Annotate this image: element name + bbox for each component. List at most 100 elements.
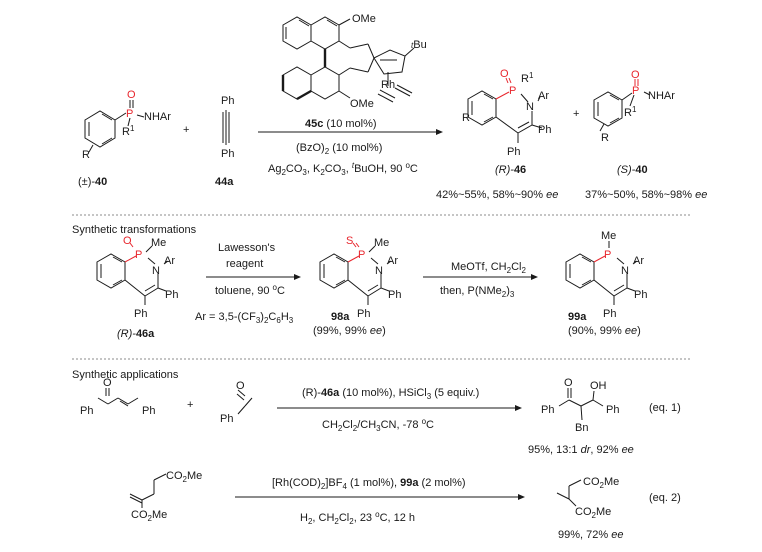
product-46: O P N Ar R1 R Ph Ph (462, 68, 551, 158)
compound-98a-ar: Ar (387, 255, 398, 267)
itaconate-co2me-top: CO2Me (166, 470, 202, 484)
chalcone: O Ph Ph (80, 377, 155, 417)
eq1-arrow-head (515, 405, 522, 411)
aldol-ph-left: Ph (541, 404, 554, 416)
compound-99a-ph-bottom: Ph (603, 308, 616, 320)
eq1-conditions-line1: (R)-46a (10 mol%), HSiCl3 (5 equiv.) (302, 387, 479, 401)
product-40-r: R (601, 132, 609, 144)
alkyne-44a: Ph Ph (221, 95, 234, 160)
reactant-40-label: (±)-40 (78, 176, 107, 188)
compound-99a-me: Me (601, 230, 616, 242)
plus-sign-3: + (187, 399, 193, 411)
compound-98a-nitrogen: N (375, 265, 383, 277)
product-46-label: (R)-46 (495, 164, 526, 176)
compound-46a-ph-right: Ph (165, 289, 178, 301)
compound-99a-phosphorus: P (604, 249, 611, 261)
eq1-yield: 95%, 13:1 dr, 92% ee (528, 444, 634, 456)
catalyst-45c: OMe OMe tBu Rh (281, 13, 427, 110)
eq1-conditions-line2: CH2Cl2/CH3CN, -78 oC (322, 417, 434, 433)
phenylacetaldehyde: O Ph (220, 380, 253, 425)
product-46-r1: R1 (521, 71, 534, 85)
step2-conditions-line1: MeOTf, CH2Cl2 (451, 261, 526, 275)
reactant-40-phosphorus: P (126, 108, 133, 120)
top-cond-catalyst: 45c (10 mol%) (305, 118, 377, 130)
catalyst-tbu: tBu (411, 39, 427, 51)
compound-46a-ph-bottom: Ph (134, 308, 147, 320)
compound-46a-phosphorus: P (135, 249, 142, 261)
compound-98a-ph-right: Ph (388, 289, 401, 301)
compound-98a-label: 98a (331, 311, 350, 323)
compound-99a-ar: Ar (633, 255, 644, 267)
eq1-tag: (eq. 1) (649, 402, 681, 414)
compound-99a-nitrogen: N (621, 265, 629, 277)
alkyne-ph-top: Ph (221, 95, 234, 107)
step1-reagent-line2: reagent (226, 258, 263, 270)
compound-46a-ar: Ar (164, 255, 175, 267)
step1-arrow-head (294, 274, 301, 280)
product-46-ph-right: Ph (538, 124, 551, 136)
compound-46a-me: Me (151, 237, 166, 249)
product-40-oxygen: O (631, 69, 640, 81)
plus-sign-2: + (573, 108, 579, 120)
product-46-ph-bottom: Ph (507, 146, 520, 158)
reactant-40-oxygen: O (127, 89, 136, 101)
product-46-ar: Ar (538, 90, 549, 102)
compound-99a-label: 99a (568, 311, 587, 323)
aldehyde-oxygen: O (236, 380, 245, 392)
dimethyl-itaconate: CO2Me CO2Me (129, 470, 202, 523)
product-co2me-top: CO2Me (583, 476, 619, 490)
compound-46a-nitrogen: N (152, 265, 160, 277)
step1-reagent-line1: Lawesson's (218, 242, 276, 254)
aldol-ph-right: Ph (606, 404, 619, 416)
compound-46a-label: (R)-46a (117, 328, 155, 340)
product-40-nharr: NHAr (648, 90, 675, 102)
reactant-40-r1: R1 (122, 124, 135, 138)
eq2-yield: 99%, 72% ee (558, 529, 623, 541)
eq2-arrow-head (518, 494, 525, 500)
product-40-r1: R1 (624, 105, 637, 119)
compound-99a-ph-right: Ph (634, 289, 647, 301)
catalyst-ome-bottom: OMe (350, 98, 374, 110)
plus-sign: + (183, 124, 189, 136)
chalcone-ph-right: Ph (142, 405, 155, 417)
product-40: O P NHAr R1 R (593, 69, 675, 144)
reactant-40-nharr: NHAr (144, 111, 171, 123)
compound-46a-oxygen: O (123, 235, 132, 247)
alkyne-label: 44a (215, 176, 234, 188)
top-cond-bases: Ag2CO3, K2CO3, tBuOH, 90 oC (268, 161, 418, 177)
eq2-conditions-line1: [Rh(COD)2]BF4 (1 mol%), 99a (2 mol%) (272, 477, 466, 491)
product-40-phosphorus: P (632, 85, 639, 97)
compound-98a-phosphorus: P (358, 249, 365, 261)
step2-conditions-line2: then, P(NMe2)3 (440, 285, 515, 299)
chalcone-oxygen: O (103, 377, 112, 389)
product-40-yield: 37%~50%, 58%~98% ee (585, 189, 707, 201)
top-arrow-head (436, 129, 443, 135)
alkyne-ph-bottom: Ph (221, 148, 234, 160)
transformations-heading: Synthetic transformations (72, 224, 197, 236)
compound-99a-yield: (90%, 99% ee) (568, 325, 641, 337)
step1-conditions: toluene, 90 oC (215, 283, 285, 297)
compound-98a-me: Me (374, 237, 389, 249)
compound-98a-sulfur: S (346, 235, 353, 247)
compound-99a: P N Me Ar Ph Ph (565, 230, 647, 320)
reactant-40-r: R (82, 149, 90, 161)
catalyst-rh: Rh (381, 79, 395, 91)
aldol-bn: Bn (575, 422, 588, 434)
aldehyde-ph: Ph (220, 413, 233, 425)
product-46-r: R (462, 112, 470, 124)
applications-heading: Synthetic applications (72, 369, 179, 381)
eq2-tag: (eq. 2) (649, 492, 681, 504)
compound-98a-ph-bottom: Ph (357, 308, 370, 320)
ar-definition: Ar = 3,5-(CF3)2C6H3 (195, 311, 294, 325)
compound-98a: S P N Me Ar Ph Ph (319, 235, 401, 320)
product-46-yield: 42%~55%, 58%~90% ee (436, 189, 558, 201)
eq2-conditions-line2: H2, CH2Cl2, 23 oC, 12 h (300, 510, 415, 526)
chalcone-ph-left: Ph (80, 405, 93, 417)
step2-arrow-head (531, 274, 538, 280)
product-46-oxygen: O (500, 68, 509, 80)
reactant-40: O P NHAr R1 R (82, 89, 171, 161)
top-cond-oxidant: (BzO)2 (10 mol%) (296, 142, 382, 156)
itaconate-co2me-bottom: CO2Me (131, 509, 167, 523)
compound-98a-yield: (99%, 99% ee) (313, 325, 386, 337)
